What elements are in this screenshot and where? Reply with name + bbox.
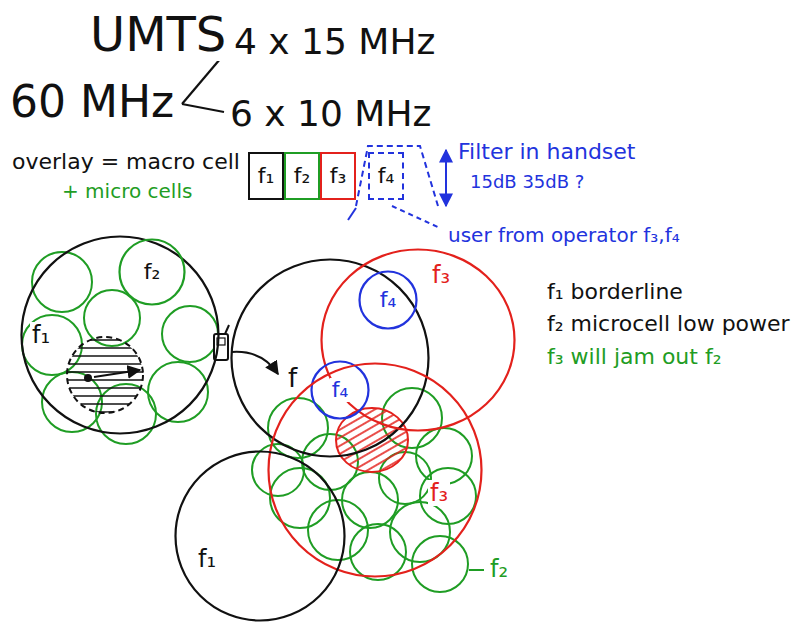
label-slot: 4 x 15 MHz bbox=[232, 22, 437, 62]
cell-boundary bbox=[176, 452, 345, 621]
note-label: f₂ microcell low power bbox=[545, 312, 792, 336]
spectrum-band: f₁ bbox=[248, 152, 284, 200]
cell-label: f₂ bbox=[142, 260, 163, 284]
label-slot: user from operator f₃,f₄ bbox=[446, 224, 682, 246]
cell-boundary bbox=[22, 237, 219, 434]
cell-circle: f₃ bbox=[267, 362, 483, 578]
microcell bbox=[416, 428, 472, 484]
cell-label: f₄ bbox=[378, 288, 399, 312]
note-label: 60 MHz bbox=[8, 78, 176, 126]
spectrum-band: f₄ bbox=[368, 152, 404, 200]
note-label: f₁ borderline bbox=[545, 280, 685, 304]
note-label: overlay = macro cell bbox=[10, 150, 242, 174]
note-label: + micro cells bbox=[60, 180, 194, 202]
label-slot: f₃ will jam out f₂ bbox=[545, 345, 724, 369]
handover-arrow bbox=[232, 352, 278, 374]
cell-circle: f₂ bbox=[118, 238, 186, 306]
user-dot bbox=[84, 374, 92, 382]
handset-antenna bbox=[225, 325, 229, 334]
cell-label: f₁ bbox=[196, 546, 218, 572]
label-slot: f₁ borderline bbox=[545, 280, 685, 304]
note-label: f₂ bbox=[488, 556, 510, 582]
note-label: 4 x 15 MHz bbox=[232, 22, 437, 62]
filter-mask bbox=[356, 146, 438, 206]
label-slot: 60 MHz bbox=[8, 78, 176, 126]
cell-boundary bbox=[120, 240, 185, 305]
microcell bbox=[32, 252, 92, 312]
cell-boundary bbox=[360, 272, 417, 329]
cell-label: f bbox=[286, 364, 299, 393]
band-label: f₁ bbox=[256, 164, 277, 188]
attenuation-arrow bbox=[445, 150, 447, 206]
band-label: f₂ bbox=[292, 164, 313, 188]
cell-label: f₃ bbox=[428, 480, 450, 506]
label-slot: Filter in handset bbox=[456, 140, 637, 164]
cell-circle: f₄ bbox=[358, 270, 418, 330]
cell-circle: f₁ bbox=[174, 450, 346, 622]
band-label: f₄ bbox=[376, 164, 397, 188]
note-label: f₃ will jam out f₂ bbox=[545, 345, 724, 369]
label-slot: f₂ microcell low power bbox=[545, 312, 792, 336]
cell-circle: f₁ f₂ bbox=[20, 235, 220, 435]
cell-outline bbox=[320, 248, 516, 432]
cell-boundary bbox=[269, 364, 482, 577]
title-slot: UMTS bbox=[88, 8, 228, 61]
note-label: 15dB 35dB ? bbox=[468, 172, 586, 192]
label-slot: + micro cells bbox=[60, 180, 194, 202]
hotspot-area bbox=[67, 337, 143, 413]
cell-boundary bbox=[322, 250, 515, 431]
label-slot: f₂ bbox=[488, 556, 510, 582]
cell-outline bbox=[267, 362, 483, 578]
cell-label: f₃ bbox=[430, 262, 452, 288]
microcell bbox=[308, 500, 368, 560]
cell-label: f₄ bbox=[330, 378, 351, 402]
leader-line bbox=[392, 206, 440, 228]
microcell bbox=[420, 468, 476, 524]
microcell bbox=[162, 306, 218, 362]
note-label: 6 x 10 MHz bbox=[228, 94, 433, 134]
label-slot: 6 x 10 MHz bbox=[228, 94, 433, 134]
tick-mark bbox=[348, 208, 356, 220]
band-label: f₃ bbox=[328, 164, 349, 188]
move-arrow bbox=[94, 370, 140, 377]
label-slot: 15dB 35dB ? bbox=[468, 172, 586, 192]
spectrum-band: f₂ bbox=[284, 152, 320, 200]
split-bracket bbox=[182, 104, 224, 112]
note-label: Filter in handset bbox=[456, 140, 637, 164]
cell-label: f₁ bbox=[30, 322, 52, 348]
note-label: user from operator f₃,f₄ bbox=[446, 224, 682, 246]
spectrum-band: f₃ bbox=[320, 152, 356, 200]
cell-circle: f₃ f₄ bbox=[320, 248, 516, 432]
cell-outline bbox=[174, 450, 346, 622]
label-slot: overlay = macro cell bbox=[10, 150, 242, 174]
microcell bbox=[412, 536, 468, 592]
leader-line bbox=[469, 569, 484, 571]
diagram-title: UMTS bbox=[88, 8, 228, 61]
cell-boundary bbox=[232, 260, 429, 457]
